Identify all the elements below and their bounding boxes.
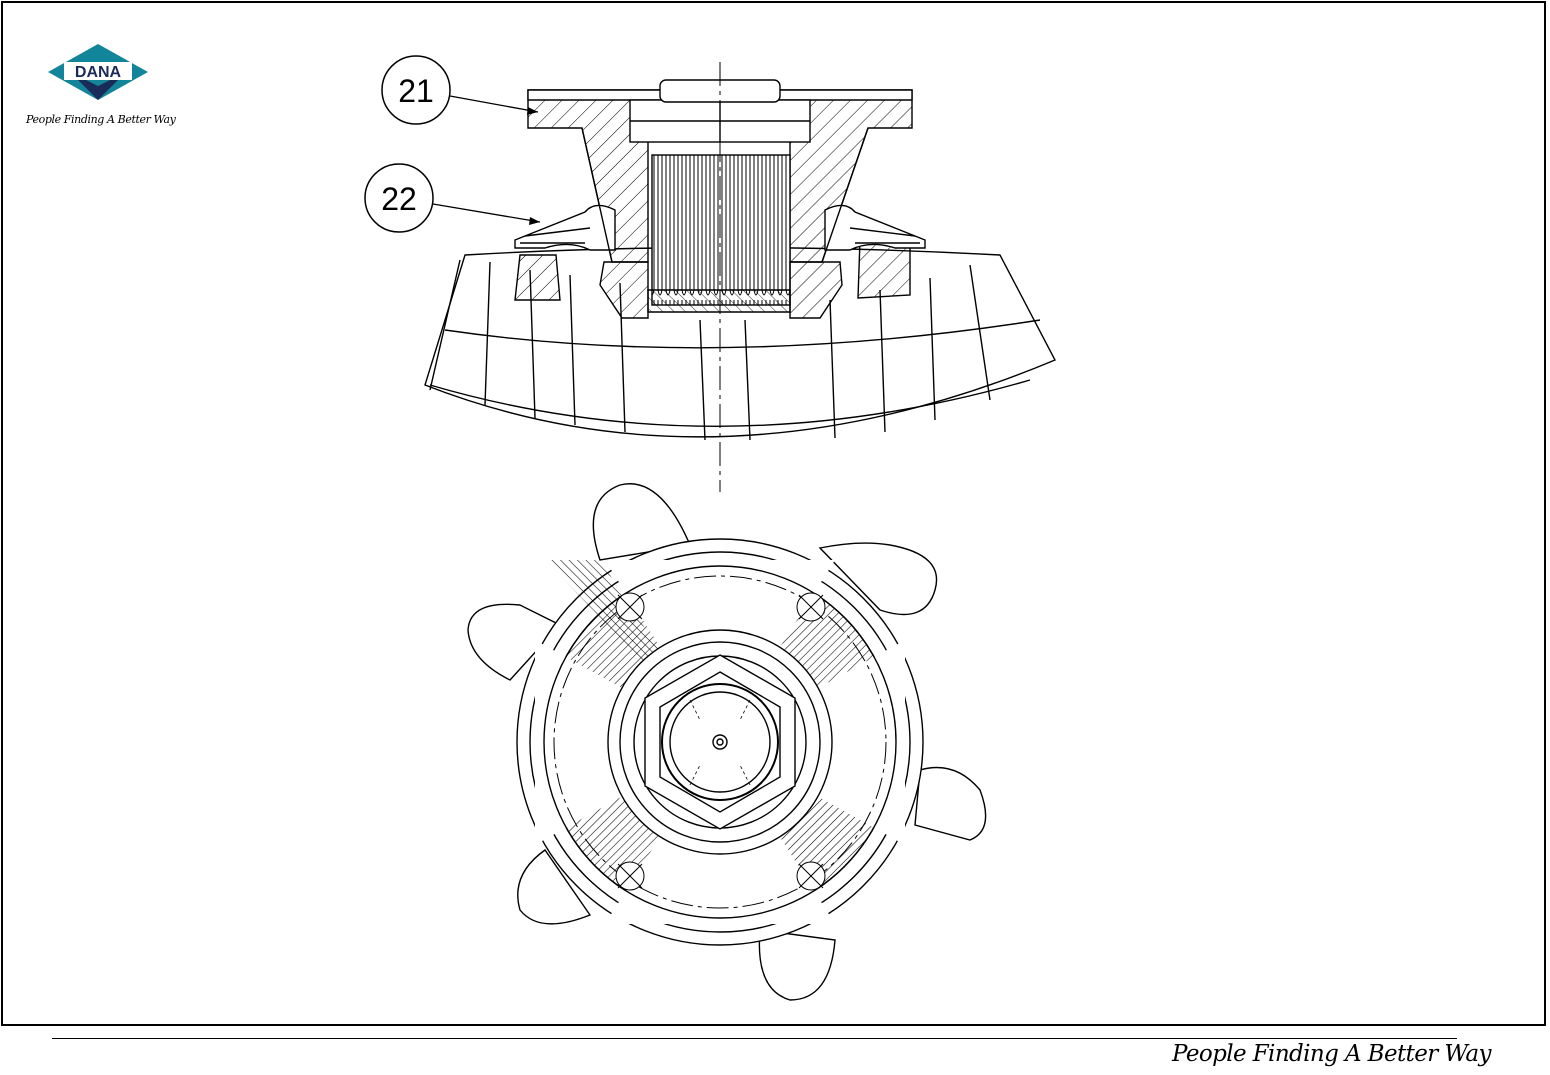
logo-tagline: People Finding A Better Way: [26, 113, 175, 126]
callout-21: 21: [382, 56, 538, 124]
callout-21-number: 21: [398, 73, 434, 109]
dana-logo-wordmark: DANA: [75, 64, 122, 81]
callout-22-number: 22: [381, 181, 417, 217]
hub-assembly-drawing: 21 22: [340, 40, 1100, 1020]
footer-rule: [52, 1038, 1457, 1039]
plan-view: [468, 484, 986, 1000]
dana-logo: DANA People Finding A Better Way: [24, 38, 194, 138]
dana-diamond-emblem: DANA: [46, 42, 150, 104]
callout-22: 22: [365, 164, 540, 232]
footer-tagline: People Finding A Better Way: [1172, 1041, 1491, 1067]
section-view: [425, 62, 1055, 492]
